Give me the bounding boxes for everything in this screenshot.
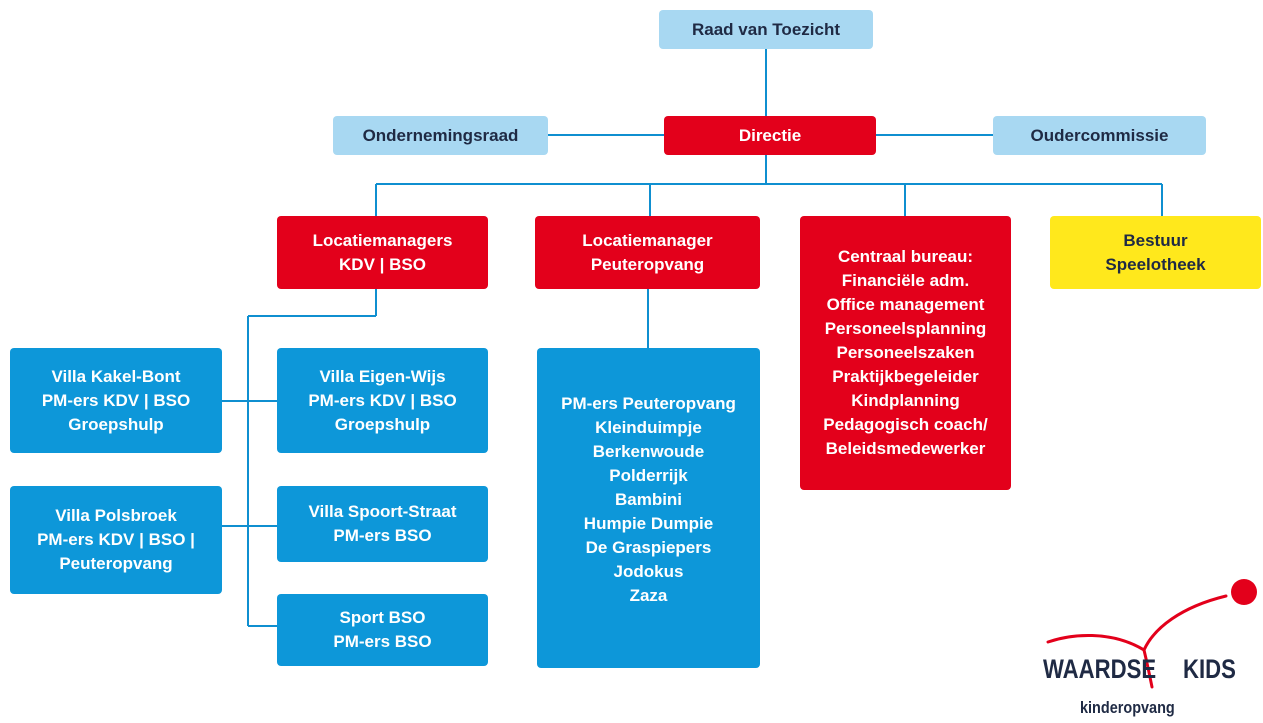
directie-label: Directie [738, 125, 802, 145]
locatiemanager-peuteropvang-line: Peuteropvang [590, 254, 705, 274]
logo-dot-icon [1231, 579, 1257, 605]
centraal-bureau-line: Beleidsmedewerker [825, 439, 986, 458]
centraal-bureau-line: Financiële adm. [841, 271, 970, 290]
villa-spoort-straat-line: PM-ers BSO [333, 526, 432, 545]
waardse-kids-logo [1046, 579, 1257, 689]
villa-polsbroek-box: Villa Polsbroek PM-ers KDV | BSO | Peute… [10, 486, 222, 594]
villa-eigen-wijs-line: Groepshulp [334, 414, 431, 434]
locatiemanagers-kdv-bso-line: KDV | BSO [339, 254, 426, 274]
villa-kakel-bont-line: Groepshulp [68, 414, 164, 434]
peuteropvang-locatie-item: De Graspiepers [585, 538, 712, 557]
peuteropvang-locaties-box: PM-ers Peuteropvang Kleinduimpje Berkenw… [537, 348, 760, 668]
villa-kakel-bont-box: Villa Kakel-Bont PM-ers KDV | BSO Groeps… [10, 348, 222, 453]
locatiemanagers-kdv-bso-box: Locatiemanagers KDV | BSO [277, 216, 488, 289]
centraal-bureau-line: Centraal bureau: [837, 247, 974, 266]
villa-kakel-bont-line: Villa Kakel-Bont [51, 366, 181, 386]
peuteropvang-locatie-item: Berkenwoude [592, 442, 705, 461]
sport-bso-line: Sport BSO [339, 608, 426, 627]
peuteropvang-locatie-item: Zaza [629, 586, 668, 605]
villa-polsbroek-line: Peuteropvang [59, 554, 173, 573]
villa-spoort-straat-line: Villa Spoort-Straat [308, 502, 457, 521]
raad-van-toezicht-label: Raad van Toezicht [692, 19, 840, 39]
peuteropvang-locatie-item: Kleinduimpje [595, 418, 702, 437]
oudercommissie-label: Oudercommissie [1030, 125, 1169, 145]
peuteropvang-locatie-item: PM-ers Peuteropvang [561, 394, 736, 413]
locatiemanagers-kdv-bso-line: Locatiemanagers [312, 230, 453, 250]
centraal-bureau-line: Personeelsplanning [824, 319, 987, 338]
peuteropvang-locatie-item: Polderrijk [609, 466, 688, 485]
villa-polsbroek-line: PM-ers KDV | BSO | [37, 530, 195, 549]
ondernemingsraad-label: Ondernemingsraad [362, 125, 519, 145]
sport-bso-line: PM-ers BSO [333, 632, 432, 651]
villa-eigen-wijs-box: Villa Eigen-Wijs PM-ers KDV | BSO Groeps… [277, 348, 488, 453]
locatiemanager-peuteropvang-box: Locatiemanager Peuteropvang [535, 216, 760, 289]
peuteropvang-locatie-item: Humpie Dumpie [583, 514, 714, 533]
centraal-bureau-line: Kindplanning [851, 391, 960, 410]
sport-bso-box: Sport BSO PM-ers BSO [277, 594, 488, 666]
bestuur-speelotheek-line: Bestuur [1123, 230, 1188, 250]
villa-eigen-wijs-line: Villa Eigen-Wijs [319, 366, 446, 386]
raad-van-toezicht-box: Raad van Toezicht [659, 10, 873, 49]
logo-word-waardse: WAARDSE [1043, 654, 1157, 684]
villa-polsbroek-line: Villa Polsbroek [55, 506, 177, 525]
villa-spoort-straat-box: Villa Spoort-Straat PM-ers BSO [277, 486, 488, 562]
centraal-bureau-box: Centraal bureau: Financiële adm. Office … [800, 216, 1011, 490]
locatiemanager-peuteropvang-line: Locatiemanager [582, 230, 713, 250]
centraal-bureau-line: Office management [826, 295, 985, 314]
centraal-bureau-line: Praktijkbegeleider [832, 367, 979, 386]
logo-subtitle: kinderopvang [1080, 698, 1175, 717]
centraal-bureau-line: Personeelszaken [836, 343, 975, 362]
peuteropvang-locatie-item: Bambini [614, 490, 683, 509]
logo-word-kids: KIDS [1183, 654, 1236, 684]
oudercommissie-box: Oudercommissie [993, 116, 1206, 155]
bestuur-speelotheek-line: Speelotheek [1105, 254, 1206, 274]
directie-box: Directie [664, 116, 876, 155]
villa-kakel-bont-line: PM-ers KDV | BSO [41, 390, 191, 410]
ondernemingsraad-box: Ondernemingsraad [333, 116, 548, 155]
centraal-bureau-line: Pedagogisch coach/ [823, 415, 988, 434]
peuteropvang-locatie-item: Jodokus [613, 562, 684, 581]
villa-eigen-wijs-line: PM-ers KDV | BSO [308, 390, 457, 410]
bestuur-speelotheek-box: Bestuur Speelotheek [1050, 216, 1261, 289]
